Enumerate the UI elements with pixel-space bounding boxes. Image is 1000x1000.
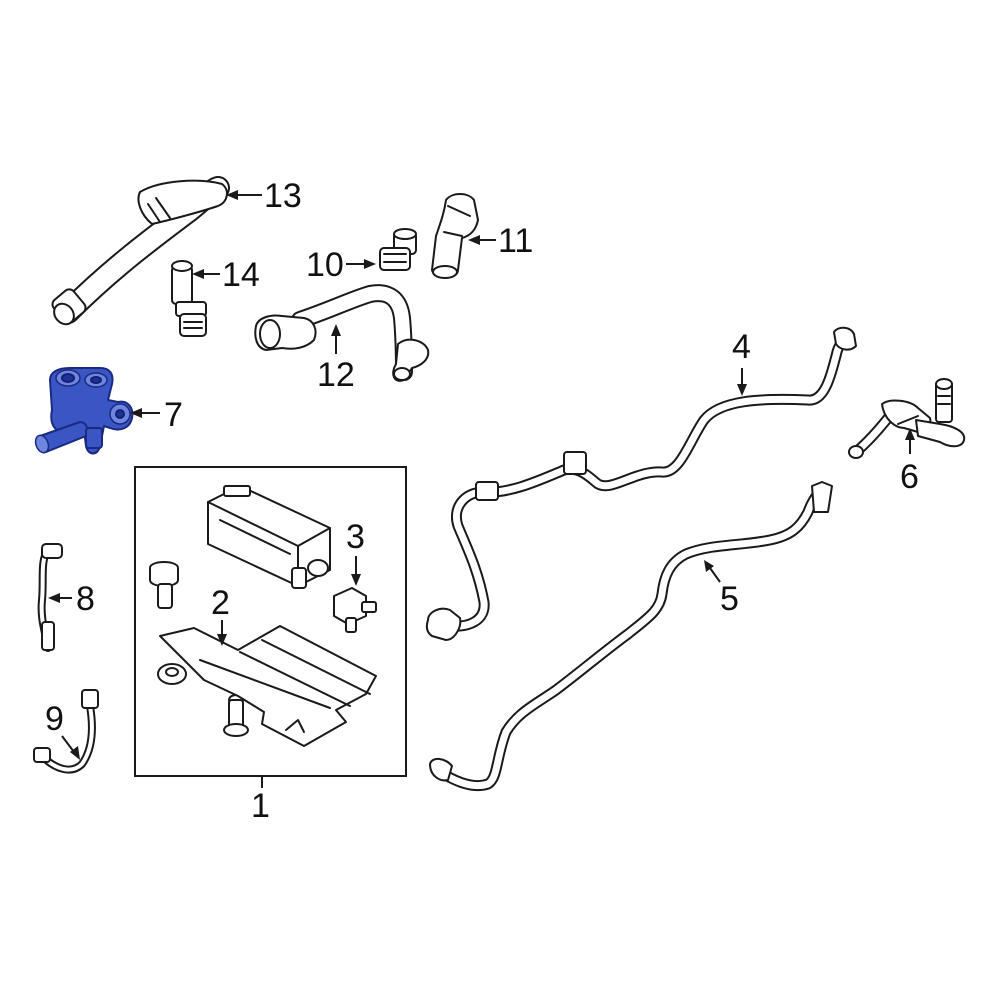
callout-12: 12 xyxy=(317,356,355,394)
leader-lines xyxy=(48,190,915,788)
part-3-sensor[interactable] xyxy=(333,587,377,633)
callout-13: 13 xyxy=(264,177,302,215)
callout-7: 7 xyxy=(164,396,183,434)
callout-11: 11 xyxy=(498,222,533,260)
part-9-wire[interactable] xyxy=(33,689,99,774)
part-8-wire[interactable] xyxy=(37,543,63,652)
callout-5: 5 xyxy=(720,580,739,618)
part-13-hose[interactable] xyxy=(50,176,230,328)
callout-labels: 1 2 3 4 5 6 7 8 9 10 11 12 13 14 xyxy=(45,177,919,825)
part-11-elbow[interactable] xyxy=(431,193,479,279)
part-2-bracket[interactable] xyxy=(159,625,377,747)
part-1-canister[interactable] xyxy=(207,485,331,589)
part-10-connector[interactable] xyxy=(379,228,417,271)
part-1-nut[interactable] xyxy=(157,663,187,685)
callout-3: 3 xyxy=(346,518,365,556)
callout-2: 2 xyxy=(211,584,230,622)
callout-6: 6 xyxy=(900,458,919,496)
part-7-valve-highlighted[interactable] xyxy=(33,367,134,455)
assembly-1-box xyxy=(134,466,407,777)
callout-1: 1 xyxy=(251,787,270,825)
part-1-stud[interactable] xyxy=(223,694,249,737)
part-4-tube[interactable] xyxy=(425,326,857,641)
part-14-connector[interactable] xyxy=(171,260,207,337)
callout-10: 10 xyxy=(306,246,344,284)
part-12-hose[interactable] xyxy=(254,284,430,382)
callout-8: 8 xyxy=(76,580,95,618)
part-5-tube[interactable] xyxy=(429,481,833,791)
callout-4: 4 xyxy=(732,328,751,366)
part-1-bolt[interactable] xyxy=(149,561,179,609)
callout-9: 9 xyxy=(45,700,64,738)
callout-14: 14 xyxy=(222,256,260,294)
part-6-connector[interactable] xyxy=(848,378,966,459)
